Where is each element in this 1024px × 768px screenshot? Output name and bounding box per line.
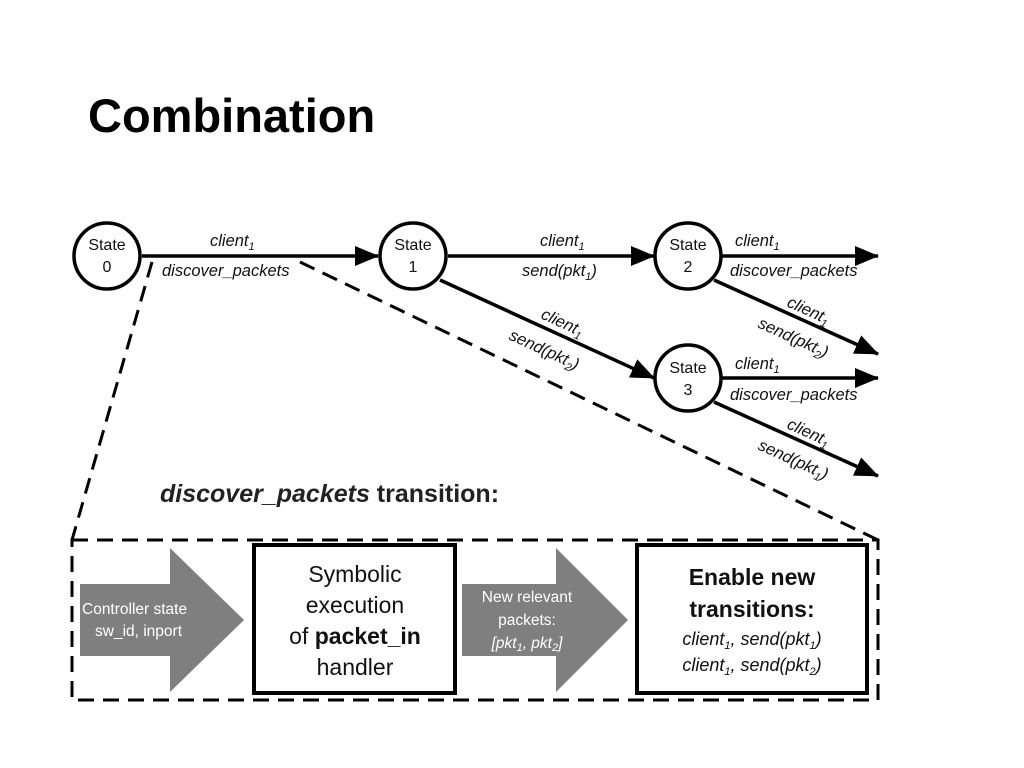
symbolic-line2: execution [306,592,404,618]
zoom-line-right [299,260,879,542]
edge-3-out-a-top-label: client1 [735,355,780,376]
enable-transitions-box: Enable new transitions: client1, send(pk… [635,543,869,695]
controller-arrow-line1: Controller state [82,601,187,618]
zoom-line-left [70,261,154,541]
edge-2-out-b [713,278,879,356]
state-0-num: 0 [103,259,112,276]
edge-3-out-a-bottom-label: discover_packets [730,386,857,404]
edge-1-3 [439,278,655,380]
edge-1-2-top-label: client1 [540,232,585,253]
state-2-label: State [669,237,706,254]
symbolic-line3: of packet_in [289,623,421,649]
enable-title-line2: transitions: [689,596,814,622]
symbolic-line4: handler [317,654,394,680]
edge-3-out-b-labels: client1 [783,415,832,453]
state-3-node: State 3 [653,343,723,413]
packets-arrow-line3: [pkt1, pkt2] [491,635,564,654]
packets-arrow: New relevant packets: [pkt1, pkt2] [462,548,628,692]
controller-state-arrow: Controller state sw_id, inport [80,548,244,692]
enable-row-2: client1, send(pkt2) [682,655,821,678]
edge-3-out-b-top-label: client1 [783,415,832,453]
enable-row-1: client1, send(pkt1) [682,629,821,652]
symbolic-line1: Symbolic [308,561,401,587]
edge-2-out-b-top-label: client1 [783,293,832,331]
edge-2-out-b-labels: client1 [783,293,832,331]
state-1-node: State 1 [378,221,448,291]
state-2-node: State 2 [653,221,723,291]
edge-2-out-a-top-label: client1 [735,232,780,253]
packets-arrow-line1: New relevant [482,589,573,606]
symbolic-execution-box: Symbolic execution of packet_in handler [252,543,457,695]
state-0-node: State 0 [72,221,142,291]
transition-dashed-box [70,538,880,702]
state-0-label: State [88,237,125,254]
state-1-num: 1 [409,259,418,276]
state-1-label: State [394,237,431,254]
edge-3-out-b [713,400,879,478]
state-2-num: 2 [684,259,693,276]
enable-title-line1: Enable new [689,564,816,590]
edge-1-2-bottom-label: send(pkt1) [522,262,597,283]
state-3-num: 3 [684,382,693,399]
edge-0-1-bottom-label: discover_packets [162,262,289,280]
state-3-label: State [669,360,706,377]
controller-arrow-line2: sw_id, inport [95,623,183,640]
transition-heading: discover_packets transition: [160,480,499,508]
edge-0-1-top-label: client1 [210,232,255,253]
edge-2-out-a-bottom-label: discover_packets [730,262,857,280]
slide-title: Combination [88,89,376,142]
packets-arrow-line2: packets: [498,612,556,629]
